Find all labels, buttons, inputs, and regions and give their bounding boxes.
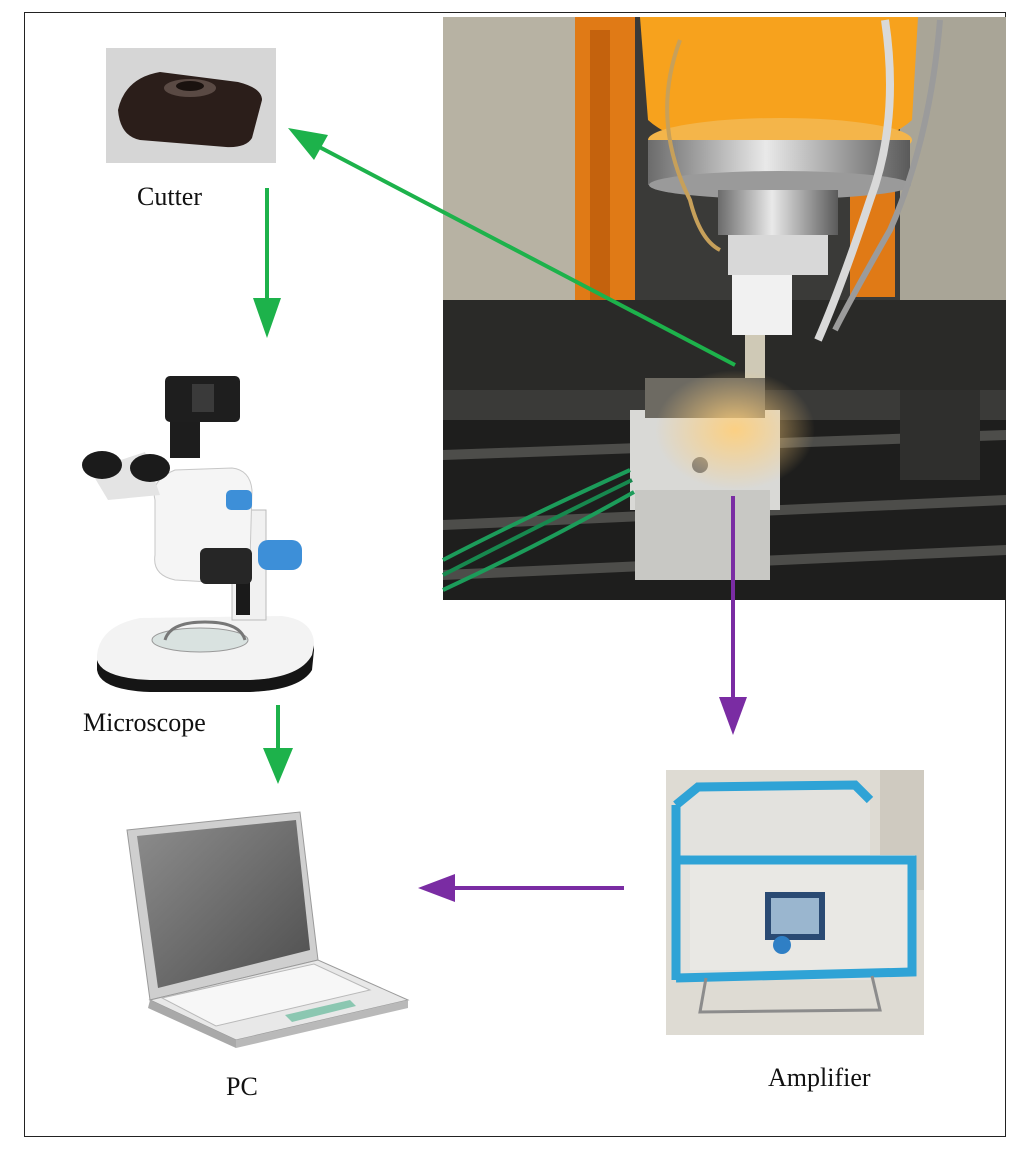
- cutter-label: Cutter: [137, 182, 202, 211]
- flow-arrow-microscope-to-pc: [263, 705, 293, 784]
- flow-arrow-cutter-to-microscope: [253, 188, 281, 338]
- flow-arrow-amplifier-to-pc: [418, 874, 624, 902]
- cutter-insert-icon: [106, 48, 276, 163]
- amplifier-label: Amplifier: [768, 1063, 871, 1092]
- laptop-icon: [126, 811, 410, 1048]
- stereo-microscope-icon: [82, 376, 314, 692]
- flow-arrow-machine-to-cutter: [288, 128, 736, 367]
- amplifier-device-icon: [666, 770, 924, 1035]
- milling-machine-photo: [442, 17, 1006, 600]
- flow-arrow-machine-to-amplifier: [719, 496, 747, 735]
- microscope-label: Microscope: [83, 708, 206, 737]
- pc-label: PC: [226, 1072, 258, 1101]
